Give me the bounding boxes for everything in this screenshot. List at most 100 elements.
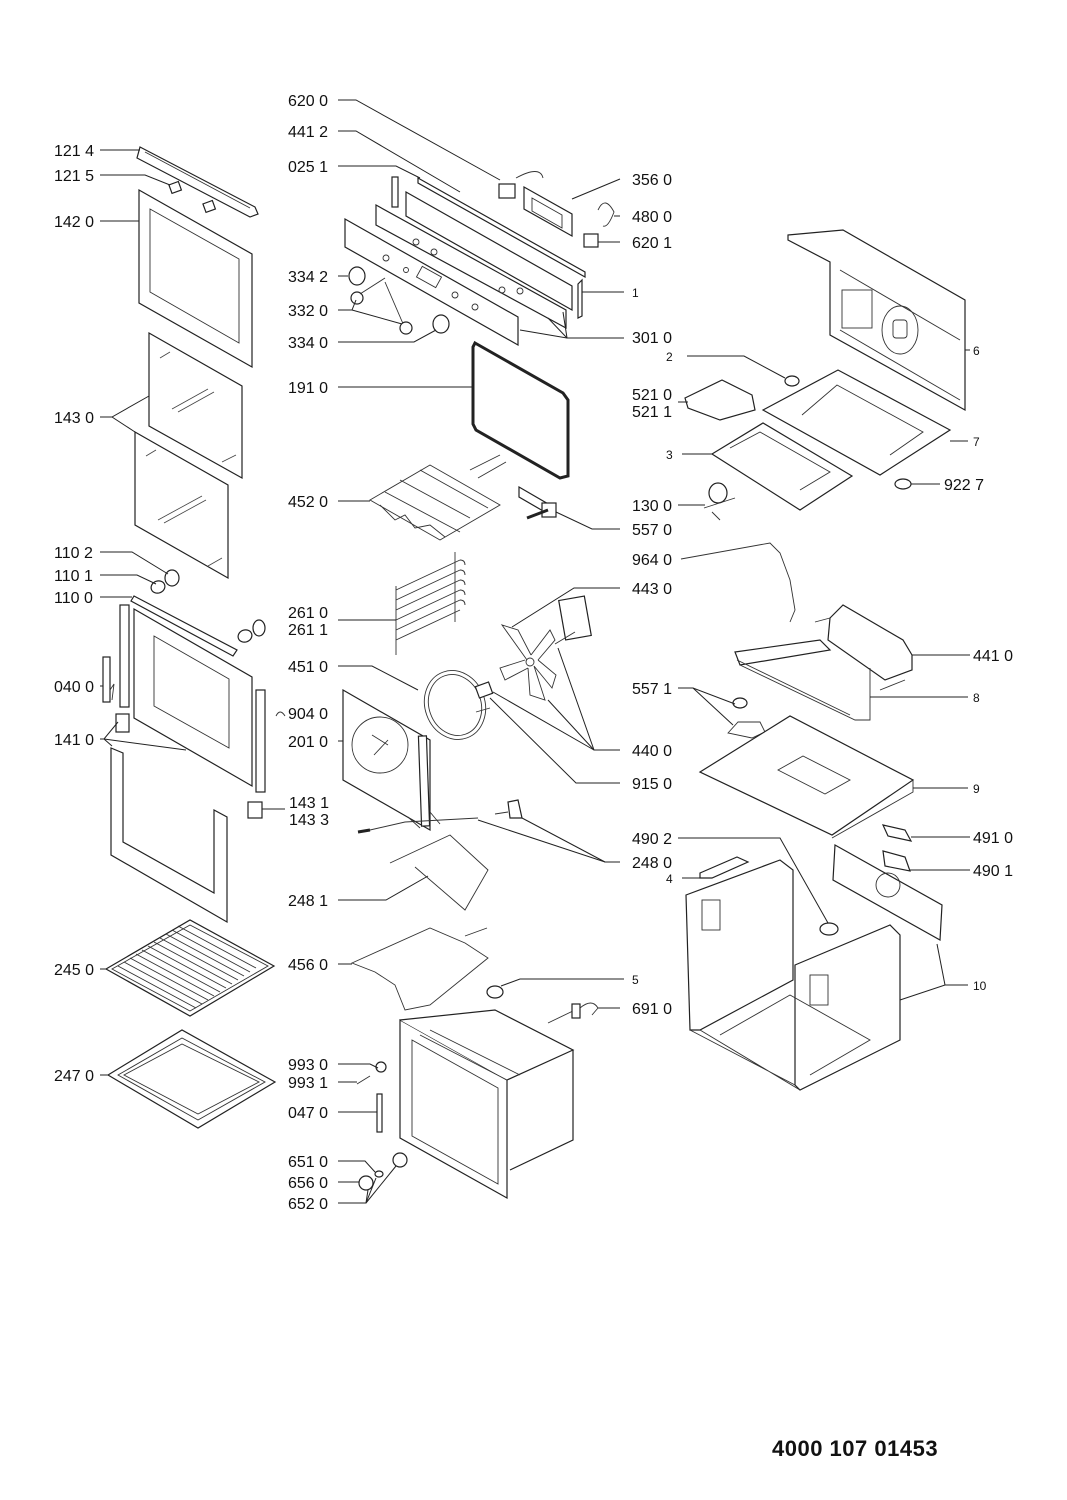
label-110-0: 110 0: [54, 590, 93, 607]
label-301-0: 301 0: [632, 330, 672, 347]
label-440-0: 440 0: [632, 743, 672, 760]
part-rear-terminal-panel: [832, 844, 943, 941]
part-outer-door-glass: [138, 188, 253, 369]
label-441-0: 441 0: [973, 648, 1013, 665]
part-small-clip: [275, 711, 286, 717]
label-110-2: 110 2: [54, 545, 93, 562]
part-fan-motor: [554, 595, 592, 645]
part-control-board: [684, 379, 756, 421]
label-143-1: 143 1: [289, 795, 329, 812]
part-hose: [680, 542, 796, 623]
part-fan-blade: [499, 624, 557, 701]
label-490-1: 490 1: [973, 863, 1013, 880]
label-993-0: 993 0: [288, 1057, 328, 1074]
label-1: 1: [632, 286, 639, 300]
label-201-0: 201 0: [288, 734, 328, 751]
part-door-hinge: [102, 656, 115, 703]
part-thermostat: [518, 485, 557, 520]
part-lamp-cover: [486, 985, 504, 999]
part-door-top-profile: [130, 595, 238, 657]
part-display-module: [523, 185, 573, 238]
part-fan-cover-panel: [342, 688, 431, 832]
part-screws-and-latch: [356, 1061, 387, 1133]
part-shelf-supports: [395, 552, 466, 655]
part-bottom-heating-element: [350, 927, 489, 1011]
label-441-2: 441 2: [288, 124, 328, 141]
label-141-0: 141 0: [54, 732, 94, 749]
label-143-3: 143 3: [289, 812, 329, 829]
label-10: 10: [973, 979, 987, 993]
part-cooling-motor: [703, 482, 736, 521]
part-inner-glass-panes: [134, 331, 243, 580]
part-oven-cavity: [399, 1009, 575, 1200]
label-143-0: 143 0: [54, 410, 94, 427]
label-3: 3: [666, 448, 673, 462]
label-915-0: 915 0: [632, 776, 672, 793]
part-terminal-block: [881, 824, 913, 842]
label-110-1: 110 1: [54, 568, 93, 585]
label-9: 9: [973, 782, 980, 796]
label-993-1: 993 1: [288, 1075, 328, 1092]
label-8: 8: [973, 691, 980, 705]
label-656-0: 656 0: [288, 1175, 328, 1192]
label-245-0: 245 0: [54, 962, 94, 979]
document-number: 4000 107 01453: [772, 1436, 939, 1461]
label-191-0: 191 0: [288, 380, 328, 397]
label-356-0: 356 0: [632, 172, 672, 189]
part-lamp-cable: [357, 799, 523, 834]
label-4: 4: [666, 872, 673, 886]
part-circular-heating-element: [423, 670, 491, 740]
part-base-plate: [710, 422, 854, 511]
label-121-4: 121 4: [54, 143, 94, 160]
label-047-0: 047 0: [288, 1105, 328, 1122]
part-connector-cover: [882, 850, 911, 872]
label-557-0: 557 0: [632, 522, 672, 539]
part-trim-clips: [168, 180, 217, 214]
part-side-bracket: [577, 278, 583, 319]
label-620-1: 620 1: [632, 235, 672, 252]
part-door-gasket: [471, 340, 570, 480]
label-025-1: 025 1: [288, 159, 328, 176]
label-121-5: 121 5: [54, 168, 94, 185]
label-142-0: 142 0: [54, 214, 94, 231]
label-6: 6: [973, 344, 980, 358]
part-fan-nut: [474, 681, 494, 699]
label-456-0: 456 0: [288, 957, 328, 974]
part-oven-lamp: [358, 1152, 408, 1191]
part-hinge-receiver: [247, 801, 263, 819]
label-5: 5: [632, 973, 639, 987]
label-261-0: 261 0: [288, 605, 328, 622]
label-7: 7: [973, 435, 980, 449]
part-baking-tray: [106, 1029, 277, 1129]
part-air-duct: [734, 639, 871, 721]
part-cooling-plate: [761, 369, 952, 476]
part-top-cover-plate: [698, 715, 915, 839]
label-334-2: 334 2: [288, 269, 328, 286]
part-oven-housing: [685, 859, 901, 1091]
label-904-0: 904 0: [288, 706, 328, 723]
label-490-2: 490 2: [632, 831, 672, 848]
part-door-lower-frame: [110, 747, 228, 924]
label-651-0: 651 0: [288, 1154, 328, 1171]
part-washer: [894, 478, 912, 490]
label-480-0: 480 0: [632, 209, 672, 226]
label-691-0: 691 0: [632, 1001, 672, 1018]
part-temperature-probe: [547, 1002, 599, 1024]
part-selector-switch-2: [583, 233, 599, 248]
label-491-0: 491 0: [973, 830, 1013, 847]
label-452-0: 452 0: [288, 494, 328, 511]
part-hinge-bracket: [115, 713, 130, 733]
part-wire-bracket: [389, 834, 489, 911]
part-grill-element: [369, 454, 507, 541]
label-557-1: 557 1: [632, 681, 672, 698]
part-cooling-fan-housing: [814, 604, 913, 691]
label-620-0: 620 0: [288, 93, 328, 110]
label-248-0: 248 0: [632, 855, 672, 872]
part-knobs: [348, 266, 450, 335]
part-wire-shelf: [104, 919, 276, 1017]
label-130-0: 130 0: [632, 498, 672, 515]
label-332-0: 332 0: [288, 303, 328, 320]
part-safety-thermostat: [727, 697, 766, 739]
part-control-panel-assembly: [344, 176, 586, 347]
label-247-0: 247 0: [54, 1068, 94, 1085]
